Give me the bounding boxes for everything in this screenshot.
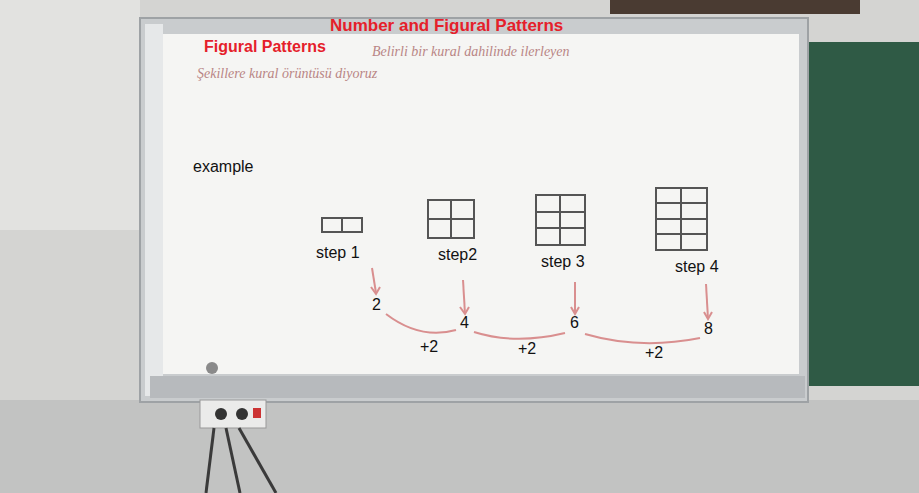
figure-grids — [322, 188, 707, 250]
step-label: step 4 — [675, 258, 719, 276]
difference-label: +2 — [420, 338, 438, 356]
frame-side — [145, 24, 163, 396]
marker-tray — [150, 376, 805, 398]
power-outlet — [200, 400, 266, 428]
overlay-title: Number and Figural Patterns — [330, 16, 563, 36]
difference-label: +2 — [518, 340, 536, 358]
hand-arrows — [371, 268, 712, 343]
board-surface — [163, 34, 799, 374]
magnet — [206, 362, 218, 374]
handwritten-text: Belirli bir kural dahilinde ilerleyen — [372, 44, 570, 60]
step-label: step2 — [438, 246, 477, 264]
difference-label: +2 — [645, 344, 663, 362]
count-number: 4 — [460, 314, 469, 332]
step-label: step 1 — [316, 244, 360, 262]
count-number: 8 — [704, 320, 713, 338]
count-number: 2 — [372, 296, 381, 314]
wall-light — [0, 0, 140, 230]
wall-lower — [0, 400, 919, 493]
step-label: step 3 — [541, 253, 585, 271]
outlet-socket — [236, 408, 248, 420]
outlet-socket — [215, 408, 227, 420]
green-board — [800, 42, 919, 386]
example-label: example — [193, 158, 253, 176]
overlay-subtitle: Figural Patterns — [204, 38, 326, 56]
outlet-switch — [253, 408, 261, 418]
picture-frame — [610, 0, 860, 14]
count-number: 6 — [570, 314, 579, 332]
cables — [206, 428, 276, 493]
board-frame — [140, 18, 808, 402]
handwritten-text: Şekillere kural örüntüsü diyoruz — [197, 66, 377, 82]
